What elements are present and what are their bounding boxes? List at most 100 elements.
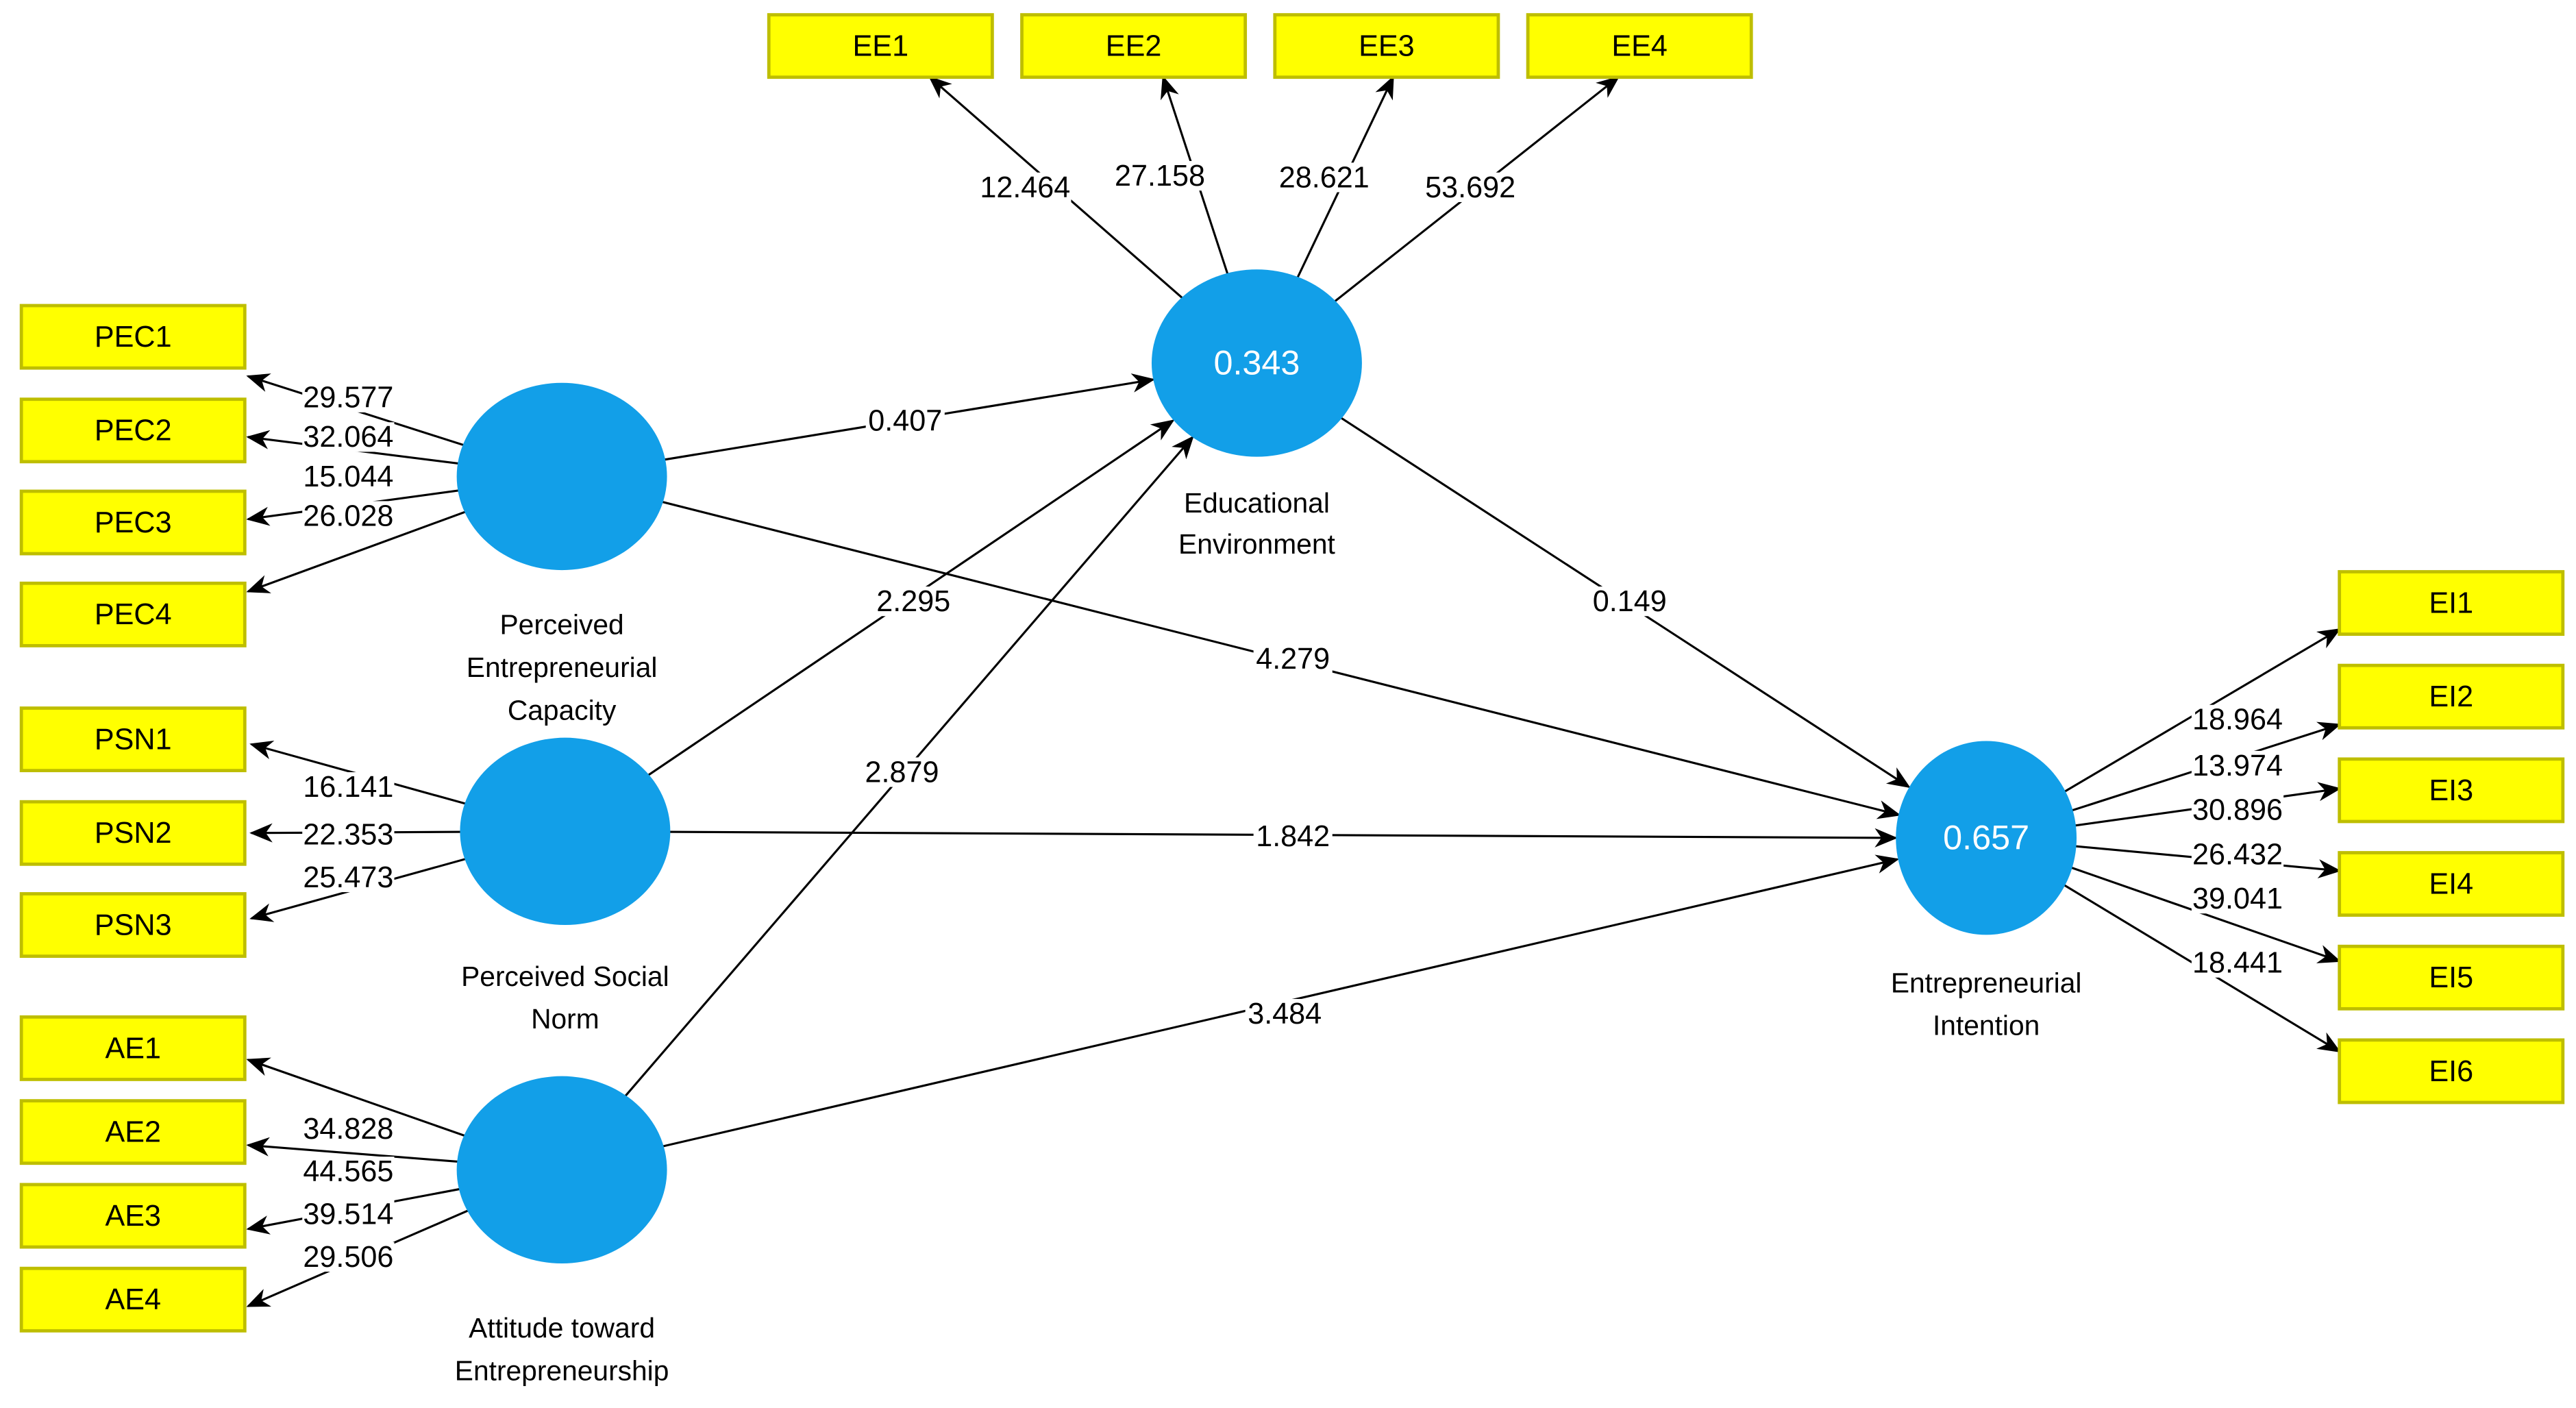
indicator-label-ee2: EE2: [1106, 30, 1162, 63]
indicator-box-pec1[interactable]: [19, 304, 247, 370]
indicator-label-ei6: EI6: [2429, 1055, 2473, 1088]
loading-value-ae3: 39.514: [303, 1198, 393, 1231]
construct-ellipse-pec[interactable]: [456, 382, 667, 571]
indicator-box-ae1[interactable]: [19, 1015, 247, 1081]
indicator-label-ee3: EE3: [1359, 30, 1415, 63]
loading-value-ee4: 53.692: [1425, 171, 1515, 204]
path-value-bg: [1590, 586, 1670, 617]
indicator-box-psn2[interactable]: [19, 800, 247, 866]
construct-r2-ei: 0.657: [1943, 818, 2029, 857]
indicator-box-ee2[interactable]: [1020, 13, 1248, 79]
loading-value-bg: [979, 172, 1072, 202]
construct-label-ee-line2: Environment: [1178, 528, 1335, 560]
construct-ellipse-ae[interactable]: [456, 1076, 667, 1264]
indicator-box-pec3[interactable]: [19, 489, 247, 556]
path-arrow-pec-ei[interactable]: [561, 475, 1901, 819]
path-value-bg: [1253, 643, 1333, 674]
loading-value-bg: [1278, 162, 1370, 193]
loading-value-bg: [302, 1113, 395, 1144]
construct-ellipse-ee[interactable]: [1151, 269, 1362, 457]
indicator-box-ei4[interactable]: [2338, 851, 2565, 917]
loading-value-bg: [302, 461, 395, 491]
construct-label-ei-line2: Intention: [1933, 1010, 2040, 1041]
path-value-ae-ee: 2.879: [865, 756, 939, 789]
loading-value-pec1: 29.577: [303, 382, 393, 415]
loading-value-ei2: 13.974: [2192, 750, 2283, 782]
loading-value-psn2: 22.353: [303, 819, 393, 852]
loading-value-ee3: 28.621: [1279, 161, 1370, 194]
path-value-bg: [1253, 821, 1333, 852]
loading-value-bg: [2191, 704, 2284, 734]
indicator-label-psn2: PSN2: [95, 817, 172, 850]
loading-value-bg: [2191, 750, 2284, 781]
path-arrow-ee-ei[interactable]: [1256, 362, 1911, 789]
loading-value-bg: [302, 422, 395, 452]
indicator-box-ee1[interactable]: [767, 13, 994, 79]
loading-value-bg: [302, 862, 395, 893]
indicator-box-ae2[interactable]: [19, 1099, 247, 1165]
indicator-box-ei2[interactable]: [2338, 663, 2565, 730]
indicator-label-psn1: PSN1: [95, 723, 172, 756]
path-arrow-psn-ee[interactable]: [565, 419, 1175, 832]
construct-label-ee-line1: Educational: [1184, 487, 1330, 519]
indicator-label-psn3: PSN3: [95, 909, 172, 941]
loading-value-psn1: 16.141: [303, 771, 393, 804]
path-value-psn-ei: 1.842: [1256, 820, 1330, 853]
indicator-box-ae3[interactable]: [19, 1183, 247, 1249]
indicator-label-ae4: AE4: [105, 1283, 161, 1316]
loading-value-ee1: 12.464: [980, 171, 1070, 204]
indicator-box-ei6[interactable]: [2338, 1038, 2565, 1104]
indicator-box-ei1[interactable]: [2338, 570, 2565, 637]
path-arrow-ae-ei[interactable]: [561, 854, 1900, 1171]
construct-label-ae-line2: Entrepreneurship: [455, 1355, 669, 1386]
construct-label-pec-line2: Entrepreneurial: [467, 652, 658, 683]
indicator-label-ae2: AE2: [105, 1116, 161, 1149]
indicator-box-ee3[interactable]: [1273, 13, 1500, 79]
loading-value-ae1: 34.828: [303, 1113, 393, 1146]
indicator-label-pec4: PEC4: [95, 598, 172, 631]
path-value-bg: [874, 586, 953, 617]
path-value-bg: [865, 406, 945, 436]
indicator-box-pec4[interactable]: [19, 581, 247, 647]
path-value-pec-ee: 0.407: [868, 404, 942, 437]
loading-value-ei6: 18.441: [2192, 947, 2283, 980]
loading-value-bg: [302, 1157, 395, 1187]
loading-value-ei4: 26.432: [2192, 838, 2283, 871]
loading-value-bg: [302, 819, 395, 850]
loading-value-bg: [302, 501, 395, 531]
path-value-ee-ei: 0.149: [1593, 585, 1667, 618]
construct-r2-ee: 0.343: [1213, 343, 1300, 382]
indicator-box-ae4[interactable]: [19, 1266, 247, 1333]
indicator-box-pec2[interactable]: [19, 397, 247, 464]
loading-value-bg: [2191, 795, 2284, 825]
indicator-label-ei4: EI4: [2429, 867, 2473, 900]
loading-value-bg: [1113, 160, 1206, 191]
indicator-box-psn1[interactable]: [19, 706, 247, 773]
construct-ellipse-psn[interactable]: [460, 737, 671, 926]
path-arrow-ae-ee[interactable]: [560, 435, 1194, 1171]
indicator-label-pec2: PEC2: [95, 415, 172, 447]
indicator-label-ae3: AE3: [105, 1200, 161, 1233]
loading-value-ee2: 27.158: [1115, 160, 1205, 193]
indicator-label-pec3: PEC3: [95, 506, 172, 539]
construct-ellipse-ei[interactable]: [1896, 741, 2077, 935]
indicator-label-ei1: EI1: [2429, 586, 2473, 619]
indicator-label-ee4: EE4: [1611, 30, 1668, 63]
path-value-ae-ei: 3.484: [1248, 998, 1322, 1030]
construct-label-ei-line1: Entrepreneurial: [1891, 967, 2082, 998]
loading-value-ae4: 29.506: [303, 1241, 393, 1274]
path-arrow-psn-ei[interactable]: [565, 828, 1898, 848]
indicator-box-ee4[interactable]: [1526, 13, 1753, 79]
indicator-label-ee1: EE1: [853, 30, 909, 63]
path-value-pec-ei: 4.279: [1256, 643, 1330, 676]
indicator-box-psn3[interactable]: [19, 892, 247, 959]
indicator-box-ei3[interactable]: [2338, 757, 2565, 824]
path-value-bg: [862, 757, 942, 787]
construct-label-ae-line1: Attitude toward: [469, 1312, 655, 1344]
construct-label-psn-line1: Perceived Social: [461, 961, 669, 992]
loading-value-ae2: 44.565: [303, 1155, 393, 1188]
indicator-box-ei5[interactable]: [2338, 944, 2565, 1011]
path-value-bg: [1245, 998, 1324, 1029]
loading-value-ei3: 30.896: [2192, 794, 2283, 827]
construct-label-psn-line2: Norm: [531, 1003, 599, 1035]
